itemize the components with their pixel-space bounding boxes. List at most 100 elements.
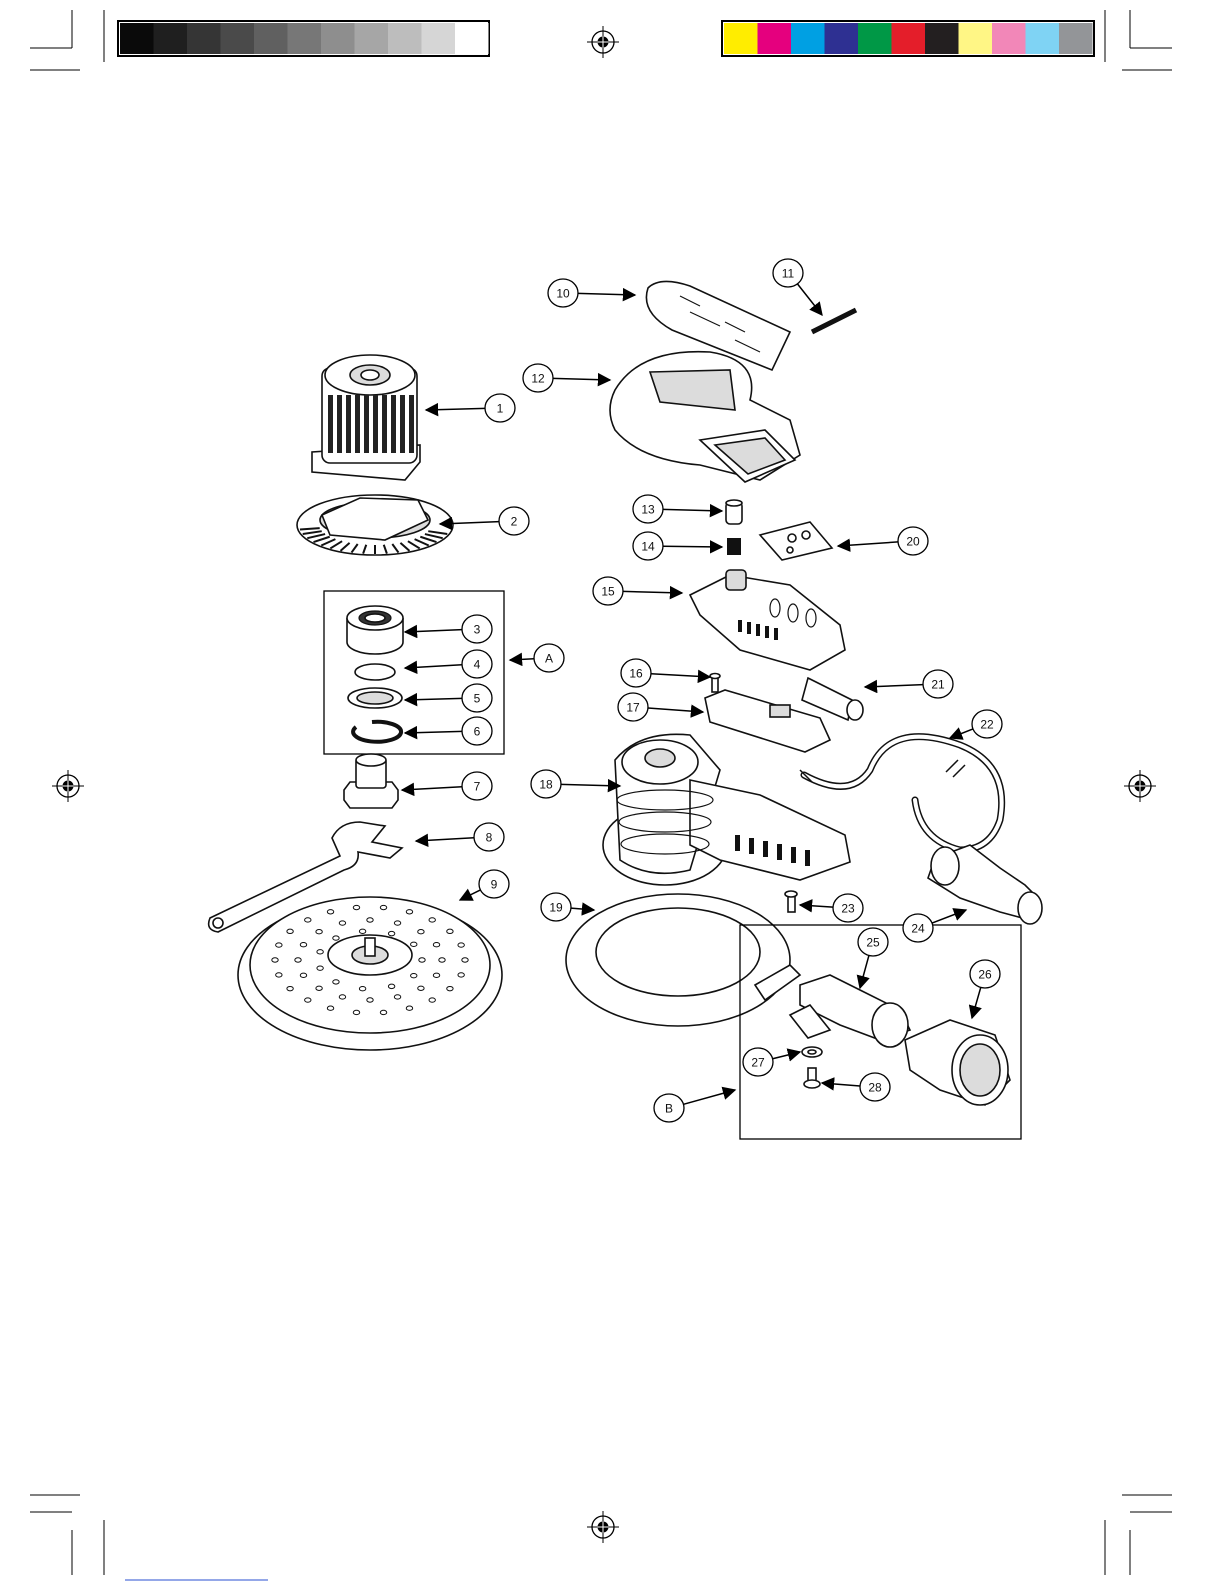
part-shroud-ring — [566, 894, 790, 1026]
callout-19: 19 — [541, 893, 571, 921]
callout-number: 11 — [782, 267, 795, 281]
callout-number: 22 — [980, 718, 994, 732]
part-hose-adapter — [905, 1020, 1010, 1105]
leader-arrow — [797, 284, 822, 315]
callout-4: 4 — [462, 650, 492, 678]
leader-arrow — [623, 591, 682, 593]
part-spring — [727, 538, 741, 555]
callout-15: 15 — [593, 577, 623, 605]
leader-arrow — [932, 910, 966, 923]
callout-14: 14 — [633, 532, 663, 560]
color-swatch — [724, 23, 758, 54]
callout-9: 9 — [479, 870, 509, 898]
callout-number: 10 — [556, 287, 570, 301]
callout-number: 24 — [911, 922, 925, 936]
leader-arrow — [663, 509, 722, 511]
grey-swatch — [187, 23, 221, 54]
part-switch-label — [760, 522, 832, 560]
color-swatch — [1026, 23, 1060, 54]
callout-27: 27 — [743, 1048, 773, 1076]
color-swatch — [1059, 23, 1093, 54]
callout-number: 5 — [474, 692, 481, 706]
print-grey-scale-bar — [118, 21, 489, 56]
grey-swatch — [221, 23, 255, 54]
grey-swatch — [120, 23, 154, 54]
callout-26: 26 — [970, 960, 1000, 988]
leader-arrow — [972, 987, 981, 1018]
leader-arrow — [405, 698, 462, 700]
grey-swatch — [422, 23, 456, 54]
callout-number: B — [665, 1102, 673, 1116]
part-spindle-nut — [344, 754, 398, 808]
leader-arrow — [426, 408, 485, 410]
leader-arrow — [800, 905, 833, 907]
part-strain-relief — [802, 678, 863, 720]
callout-number: 2 — [511, 515, 518, 529]
part-dust-adapter — [755, 965, 910, 1047]
part-adapter-washer — [802, 1047, 822, 1057]
callout-number: 4 — [474, 658, 481, 672]
part-switch-housing — [690, 570, 845, 670]
callout-28: 28 — [860, 1073, 890, 1101]
callout-1: 1 — [485, 394, 515, 422]
leader-arrow — [860, 955, 869, 988]
leader-arrow — [822, 1083, 860, 1086]
callout-22: 22 — [972, 710, 1002, 738]
leader-arrow — [773, 1052, 800, 1059]
grey-swatch — [455, 23, 489, 54]
grey-swatch — [254, 23, 288, 54]
callout-25: 25 — [858, 928, 888, 956]
callout-number: 17 — [626, 701, 640, 715]
callout-number: 21 — [931, 678, 945, 692]
leader-arrow — [578, 293, 635, 295]
callout-number: 8 — [486, 831, 493, 845]
registration-target-bottom — [587, 1511, 619, 1543]
part-switch-button — [726, 500, 742, 524]
part-pin — [812, 310, 856, 332]
part-plug — [928, 845, 1042, 924]
part-main-body — [603, 734, 850, 885]
callout-5: 5 — [462, 684, 492, 712]
callout-number: 20 — [906, 535, 920, 549]
color-swatch — [858, 23, 892, 54]
leader-arrow — [651, 674, 710, 677]
callout-number: A — [545, 652, 553, 666]
registration-target-top — [587, 26, 619, 58]
grey-swatch — [288, 23, 322, 54]
callout-number: 27 — [751, 1056, 765, 1070]
callout-B: B — [654, 1094, 684, 1122]
leader-arrow — [838, 542, 898, 546]
callout-7: 7 — [462, 772, 492, 800]
leader-arrow — [571, 908, 594, 910]
callout-10: 10 — [548, 279, 578, 307]
callout-23: 23 — [833, 894, 863, 922]
leader-arrow — [510, 659, 534, 660]
part-adapter-screw — [804, 1068, 820, 1088]
leader-arrow — [405, 630, 462, 632]
callout-20: 20 — [898, 527, 928, 555]
callout-number: 14 — [641, 540, 655, 554]
callout-number: 6 — [474, 725, 481, 739]
callout-number: 3 — [474, 623, 481, 637]
callout-number: 19 — [549, 901, 563, 915]
callout-number: 12 — [531, 372, 545, 386]
grey-swatch — [321, 23, 355, 54]
leader-arrow — [553, 378, 610, 380]
grey-swatch — [154, 23, 188, 54]
callout-12: 12 — [523, 364, 553, 392]
callout-17: 17 — [618, 693, 648, 721]
part-circlip — [353, 722, 401, 742]
callout-13: 13 — [633, 495, 663, 523]
part-body-screw — [785, 891, 797, 912]
color-swatch — [925, 23, 959, 54]
callout-18: 18 — [531, 770, 561, 798]
grey-swatch — [355, 23, 389, 54]
callout-number: 9 — [491, 878, 498, 892]
part-screw — [710, 674, 720, 693]
leader-arrow — [460, 890, 480, 900]
color-swatch — [825, 23, 859, 54]
leader-arrow — [663, 546, 722, 547]
leader-arrow — [865, 685, 923, 687]
